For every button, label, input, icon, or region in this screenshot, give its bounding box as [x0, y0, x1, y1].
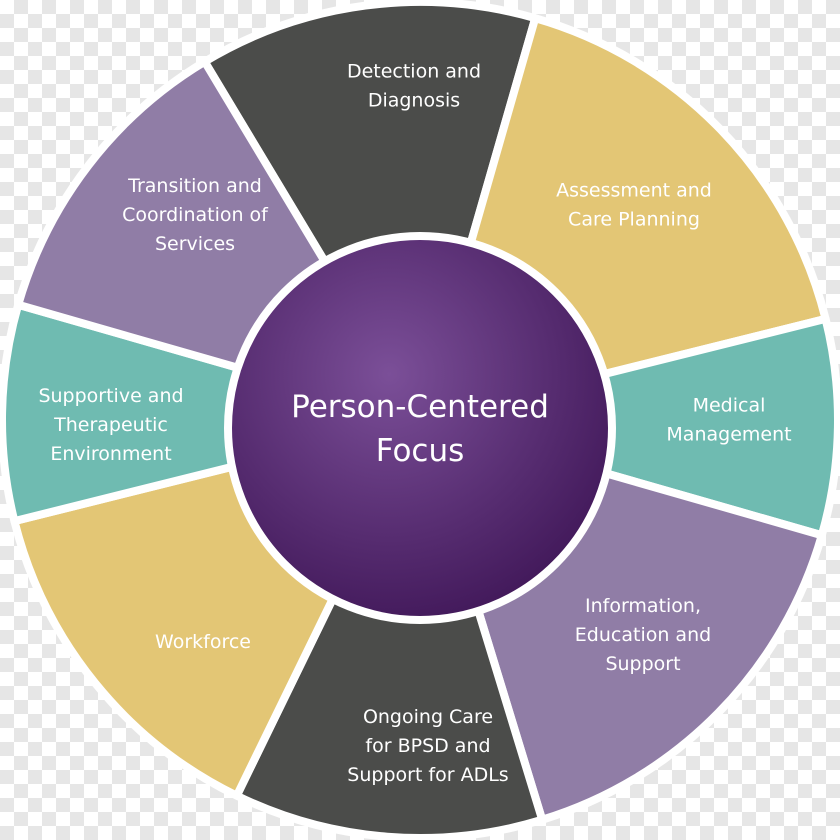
segment-label-line: Medical: [693, 395, 766, 417]
segment-label-line: Supportive and: [38, 385, 183, 407]
segment-label-line: Management: [666, 424, 791, 446]
segment-label-line: Assessment and: [556, 180, 712, 202]
segment-label-line: Workforce: [155, 631, 251, 653]
segment-label-line: Diagnosis: [368, 90, 460, 112]
segment-label-line: Coordination of: [122, 204, 269, 226]
segment-label-line: Detection and: [347, 61, 481, 83]
segment-label-line: for BPSD and: [365, 735, 490, 757]
center-label-line: Person-Centered: [291, 389, 549, 425]
segment-label-line: Services: [155, 233, 235, 255]
segment-label-line: Support: [605, 653, 680, 675]
segment-label-line: Ongoing Care: [363, 706, 493, 728]
segment-medical: [416, 314, 840, 540]
segment-ongoing: [232, 416, 547, 840]
segment-label-line: Education and: [575, 624, 711, 646]
segment-supportive: [0, 300, 424, 526]
segment-label-line: Information,: [585, 595, 701, 617]
center-circle: [224, 232, 616, 624]
segment-label-line: Care Planning: [568, 209, 700, 231]
segment-detection: [200, 0, 540, 424]
segment-label-line: Environment: [50, 443, 171, 465]
center-label-line: Focus: [376, 433, 465, 469]
segment-label-workforce: Workforce: [155, 631, 251, 653]
segment-label-line: Transition and: [127, 175, 262, 197]
segment-label-line: Support for ADLs: [347, 764, 508, 786]
segment-label-line: Therapeutic: [53, 414, 168, 436]
